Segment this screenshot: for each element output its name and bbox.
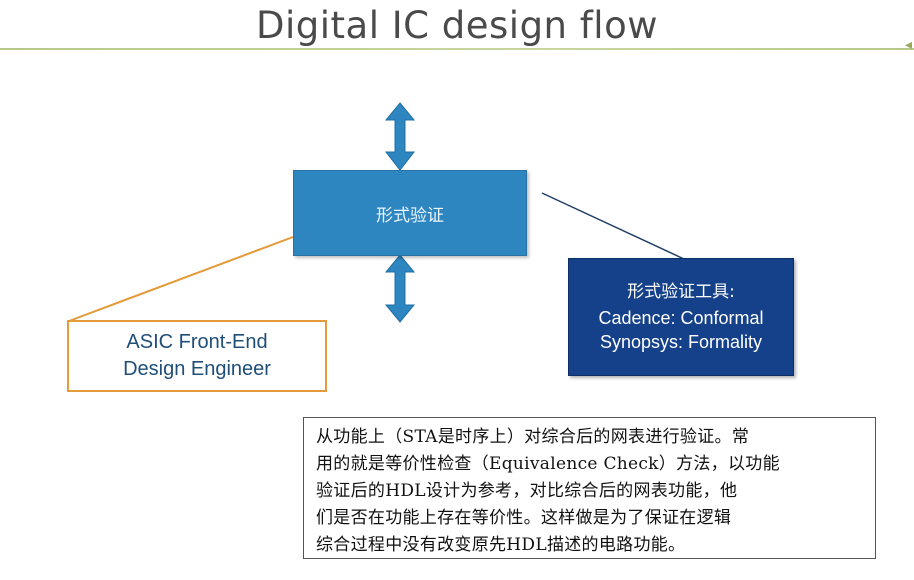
asic-engineer-callout: ASIC Front-End Design Engineer xyxy=(67,320,327,392)
note-line: 综合过程中没有改变原先HDL描述的电路功能。 xyxy=(316,535,686,555)
note-line: 用的就是等价性检查（Equivalence Check）方法，以功能 xyxy=(316,454,780,474)
lower-double-arrow-icon xyxy=(384,254,416,323)
note-line: 从功能上（STA是时序上）对综合后的网表进行验证。常 xyxy=(316,427,750,447)
tools-line-synopsys: Synopsys: Formality xyxy=(599,332,763,352)
tools-heading: 形式验证工具: xyxy=(627,282,735,302)
asic-line-2: Design Engineer xyxy=(123,358,271,380)
tools-callout-line xyxy=(541,192,685,260)
corner-arrow-icon: ◂ xyxy=(904,36,912,52)
formal-verification-label: 形式验证 xyxy=(376,205,444,226)
page-title: Digital IC design flow xyxy=(256,4,658,47)
tools-line-cadence: Cadence: Conformal xyxy=(598,308,764,328)
asic-callout-line xyxy=(68,236,294,322)
title-divider xyxy=(0,48,914,50)
explanation-note: 从功能上（STA是时序上）对综合后的网表进行验证。常 用的就是等价性检查（Equ… xyxy=(303,417,876,559)
note-line: 验证后的HDL设计为参考，对比综合后的网表功能，他 xyxy=(316,481,738,501)
formal-tools-callout: 形式验证工具: Cadence: Conformal Synopsys: For… xyxy=(568,258,794,376)
upper-double-arrow-icon xyxy=(384,102,416,171)
formal-verification-box: 形式验证 xyxy=(293,170,527,256)
asic-line-1: ASIC Front-End xyxy=(126,331,268,353)
note-line: 们是否在功能上存在等价性。这样做是为了保证在逻辑 xyxy=(316,508,732,528)
